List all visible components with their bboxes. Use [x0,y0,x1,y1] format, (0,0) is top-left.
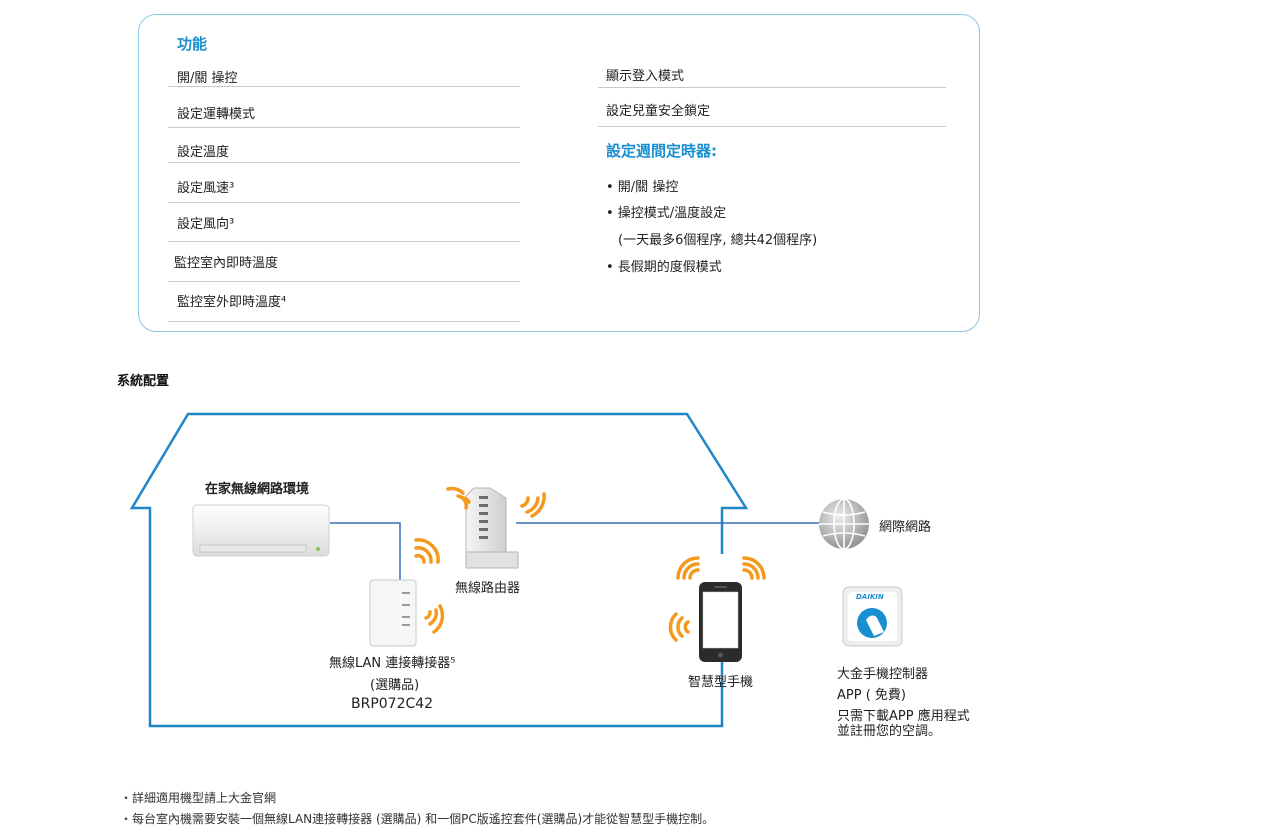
features-title: 功能 [177,35,208,53]
internet-label: 網際網路 [879,520,932,535]
feature-item: 設定溫度 [177,145,230,160]
divider [168,86,520,87]
router-icon [465,487,519,569]
divider [168,281,520,282]
adapter-label: 無線LAN 連接轉接器⁵ [329,656,456,671]
router-label: 無線路由器 [455,581,521,596]
timer-item: • 長假期的度假模式 [606,260,722,275]
wifi-icon [520,492,546,518]
globe-icon [819,498,869,550]
timer-title: 設定週間定時器: [606,142,717,160]
feature-item: 設定運轉模式 [177,107,256,122]
divider [168,321,520,322]
adapter-model: BRP072C42 [351,696,434,712]
feature-item: 設定風向³ [177,217,235,232]
divider [168,162,520,163]
feature-item: 顯示登入模式 [606,69,685,84]
divider [598,126,946,127]
smartphone-icon [699,582,742,662]
connection-lines [330,522,822,582]
wifi-icon [668,612,690,642]
feature-item: 設定兒童安全鎖定 [606,104,711,119]
timer-item: • 操控模式/溫度設定 [606,206,727,221]
wifi-icon [676,556,700,580]
feature-item: 監控室外即時溫度⁴ [177,295,287,310]
daikin-app-icon: DAIKIN [842,586,903,647]
feature-item: 設定風速³ [177,181,235,196]
system-title: 系統配置 [117,374,170,389]
feature-item: 開/關 操控 [177,71,238,86]
home-network-label: 在家無線網路環境 [205,482,310,497]
app-instruction: 只需下載APP 應用程式 [837,709,970,724]
air-conditioner-icon [192,504,330,557]
smartphone-label: 智慧型手機 [688,675,754,690]
features-panel [138,14,980,332]
divider [168,202,520,203]
wifi-icon [446,486,471,510]
wifi-icon [742,556,766,580]
app-label: 大金手機控制器 [837,667,929,682]
footnote: ・每台室內機需要安裝一個無線LAN連接轉接器 (選購品) 和一個PC版遙控套件(… [120,812,715,826]
app-instruction: 並註冊您的空調。 [837,724,942,739]
timer-item: (一天最多6個程序, 總共42個程序) [618,233,818,248]
feature-item: 監控室內即時溫度 [174,256,279,271]
app-free-label: APP ( 免費) [837,688,906,703]
footnote: ・詳細適用機型請上大金官網 [120,791,277,805]
divider [598,87,946,88]
app-brand: DAIKIN [856,593,884,601]
adapter-optional-label: (選購品) [370,678,420,693]
timer-item: • 開/關 操控 [606,180,679,195]
wifi-icon [424,604,445,634]
wireless-adapter-icon [369,579,417,647]
divider [168,127,520,128]
divider [168,241,520,242]
wifi-icon [414,538,440,564]
house-outline [129,412,749,728]
